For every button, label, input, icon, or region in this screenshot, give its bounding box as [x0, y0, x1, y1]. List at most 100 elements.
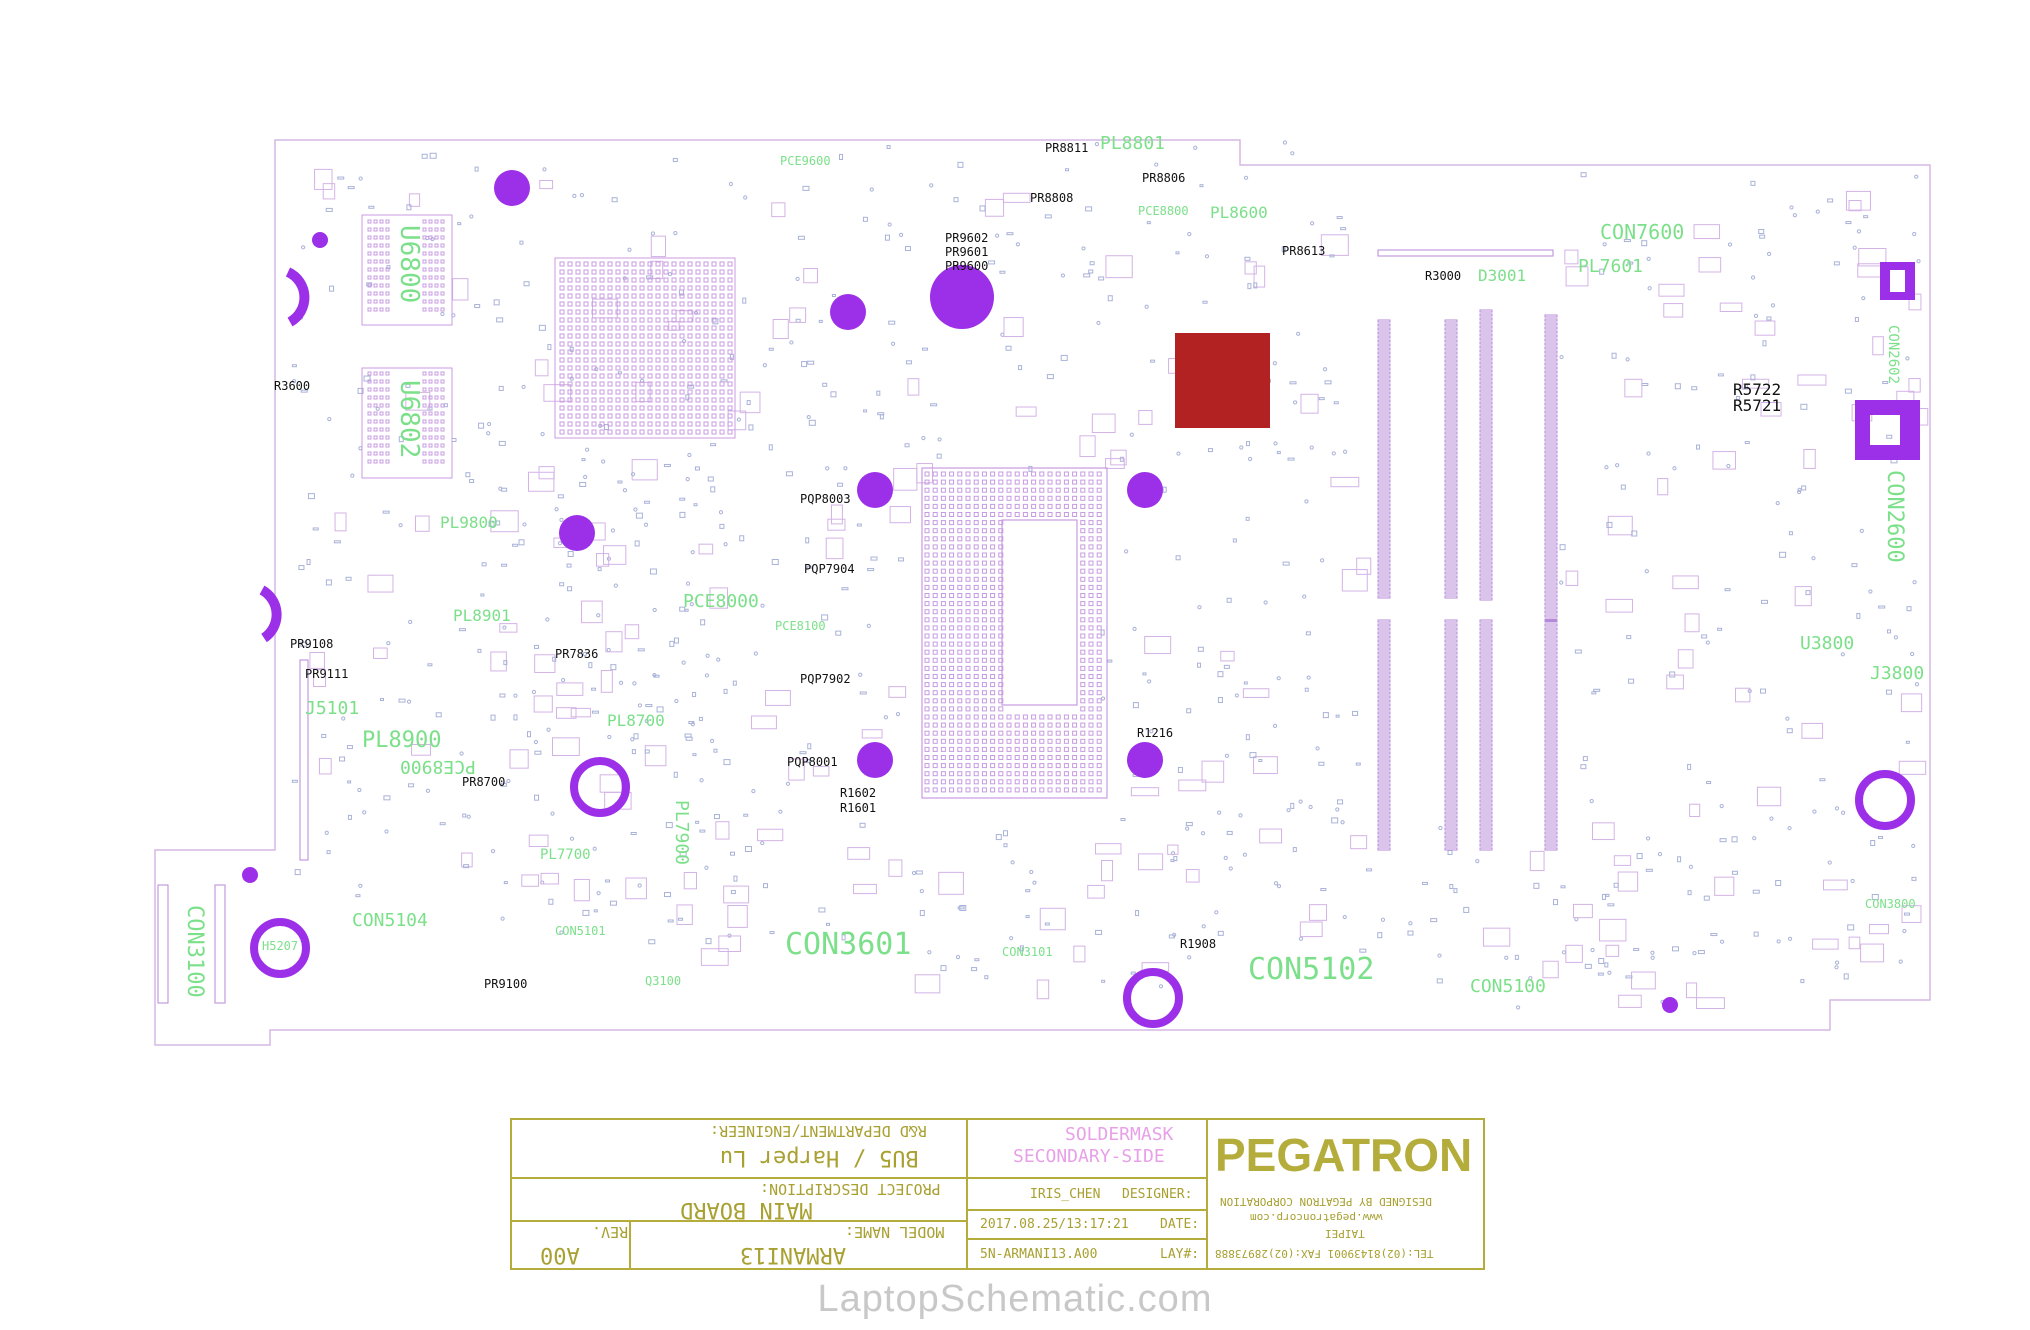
- bga-pad: [990, 779, 996, 785]
- bga-pad: [990, 706, 996, 712]
- bga-pad: [1080, 730, 1086, 736]
- dimm-pin: [1377, 743, 1391, 747]
- memory-pad: [434, 459, 439, 464]
- bga-pad: [631, 349, 637, 355]
- bga-pad: [924, 755, 930, 760]
- bga-pad: [591, 325, 597, 331]
- component-pad: [1744, 441, 1750, 445]
- dimm-pin: [1377, 635, 1391, 639]
- memory-pad: [440, 411, 445, 416]
- dimm-pin: [1544, 590, 1558, 594]
- dimm-pin: [1444, 375, 1458, 379]
- bga-pad: [957, 763, 963, 769]
- bga-pad: [1096, 763, 1102, 769]
- component-pad: [1904, 912, 1911, 916]
- bga-pad: [599, 285, 605, 291]
- dimm-pin: [1544, 574, 1558, 578]
- memory-pad: [385, 427, 390, 432]
- bga-pad: [727, 261, 733, 267]
- component-pad: [1636, 853, 1643, 860]
- bga-pad: [703, 429, 709, 435]
- component-pad: [1646, 451, 1651, 456]
- bga-pad: [949, 576, 955, 582]
- component-pad: [1641, 240, 1648, 247]
- bga-pad: [727, 397, 733, 403]
- component-pad: [730, 890, 736, 895]
- dimm-pin: [1377, 527, 1391, 531]
- bga-pad: [1096, 665, 1102, 671]
- dimm-pin: [1479, 715, 1493, 719]
- component-pad: [693, 503, 698, 507]
- bga-pad: [949, 755, 955, 760]
- component-pad: [539, 180, 554, 190]
- component-pad: [1204, 254, 1210, 259]
- dimm-pin: [1377, 711, 1391, 715]
- component-pad: [1601, 893, 1606, 900]
- bga-pad: [965, 787, 971, 793]
- component-pad: [1010, 860, 1015, 865]
- bga-pad: [687, 325, 693, 331]
- memory-pad: [440, 419, 445, 424]
- component-pad: [710, 443, 717, 447]
- component-pad: [1914, 174, 1919, 179]
- dimm-pin: [1444, 675, 1458, 679]
- bga-pad: [647, 349, 653, 355]
- refdes-PL8900: PL8900: [362, 728, 442, 753]
- bga-pad: [599, 429, 605, 435]
- bga-pad: [583, 405, 589, 411]
- bga-pad: [1031, 738, 1037, 744]
- bga-pad: [663, 421, 669, 427]
- dimm-pin: [1377, 451, 1391, 455]
- refdes-PL8700: PL8700: [607, 711, 665, 730]
- bga-pad: [981, 520, 987, 526]
- dimm-pin: [1377, 795, 1391, 799]
- refdes-PL8600: PL8600: [1210, 203, 1268, 222]
- dimm-pin: [1444, 551, 1458, 555]
- bga-pad: [687, 333, 693, 339]
- component-pad: [856, 523, 862, 527]
- memory-pad: [367, 283, 372, 288]
- bga-pad: [711, 397, 717, 403]
- bga-pad: [695, 325, 701, 331]
- bga-pad: [957, 690, 963, 696]
- component-pad: [603, 545, 627, 565]
- bga-pad: [949, 544, 955, 550]
- bga-pad: [647, 413, 653, 419]
- dimm-pin: [1377, 779, 1391, 783]
- component-pad: [1812, 809, 1817, 814]
- bga-pad: [599, 333, 605, 339]
- bga-pad: [924, 576, 930, 582]
- bga-pad: [1088, 512, 1094, 517]
- dimm-pin: [1544, 510, 1558, 514]
- bga-pad: [1055, 763, 1061, 769]
- component-pad: [1341, 569, 1368, 592]
- bga-pad: [990, 738, 996, 744]
- bga-pad: [703, 261, 709, 267]
- memory-pad: [440, 235, 445, 240]
- component-pad: [477, 648, 482, 653]
- memory-pad: [367, 459, 372, 464]
- bga-pad: [695, 365, 701, 371]
- bga-pad: [575, 413, 581, 419]
- dimm-pin: [1544, 438, 1558, 442]
- bga-pad: [591, 413, 597, 419]
- dimm-pin: [1479, 425, 1493, 429]
- refdes-PQP7902: PQP7902: [800, 672, 851, 686]
- refdes-PR8613: PR8613: [1282, 244, 1326, 258]
- bga-pad: [990, 520, 996, 526]
- component-pad: [1687, 763, 1692, 770]
- bga-pad: [1014, 714, 1020, 720]
- bga-pad: [990, 601, 996, 607]
- bga-pad: [1088, 584, 1094, 590]
- bga-pad: [1080, 552, 1086, 558]
- bga-pad: [924, 746, 930, 752]
- dimm-pin: [1444, 807, 1458, 811]
- component-pad: [591, 298, 618, 319]
- component-pad: [999, 270, 1006, 274]
- bga-pad: [1047, 779, 1053, 785]
- component-pad: [1882, 381, 1889, 385]
- bga-pad: [1039, 512, 1045, 517]
- memory-pad: [373, 251, 378, 256]
- bga-pad: [949, 479, 955, 485]
- bga-pad: [719, 373, 725, 379]
